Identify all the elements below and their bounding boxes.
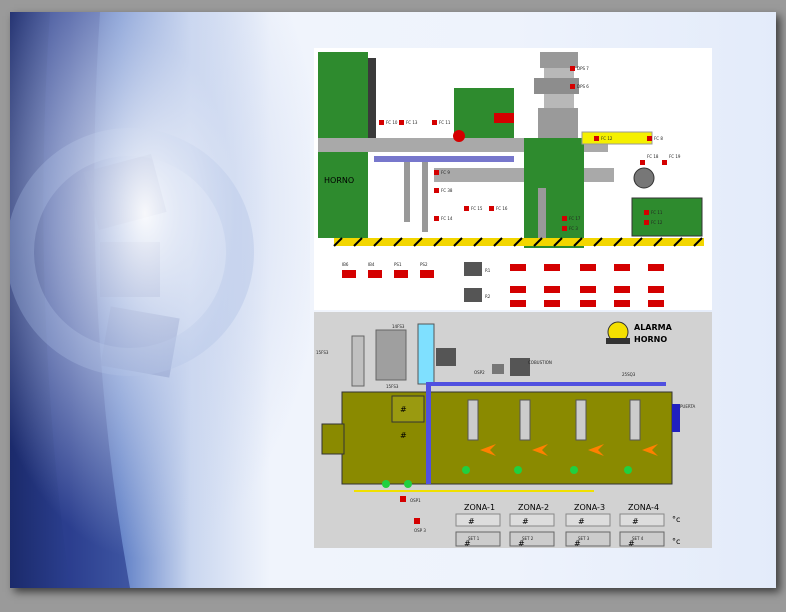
- svg-text:FC 8: FC 8: [654, 136, 663, 141]
- setpoint-unit: °c: [672, 537, 680, 546]
- svg-text:FC 38: FC 38: [441, 188, 453, 193]
- svg-text:FC 12: FC 12: [601, 136, 613, 141]
- svg-text:ZONA-1: ZONA-1: [464, 503, 495, 512]
- svg-text:#: #: [464, 539, 471, 548]
- svg-text:SET 1: SET 1: [468, 536, 480, 541]
- svg-text:IB4: IB4: [368, 262, 375, 267]
- zone-3-value-field: [565, 513, 611, 527]
- svg-text:DPS 7: DPS 7: [577, 66, 589, 71]
- svg-text:#: #: [522, 517, 529, 526]
- svg-text:15FS3: 15FS3: [386, 384, 399, 389]
- svg-text:IB6: IB6: [342, 262, 349, 267]
- svg-text:#: #: [578, 517, 585, 526]
- svg-text:FC 14: FC 14: [441, 216, 453, 221]
- svg-text:#: #: [518, 539, 525, 548]
- zone-4-value-field: [619, 513, 665, 527]
- valve-icon: [464, 288, 482, 302]
- svg-text:SET 4: SET 4: [632, 536, 644, 541]
- svg-text:FC 15: FC 15: [471, 206, 483, 211]
- svg-text:PUERTA: PUERTA: [680, 404, 695, 409]
- svg-text:OSP 3: OSP 3: [414, 528, 426, 533]
- temp-unit: °c: [672, 515, 680, 524]
- svg-text:COBUSTION: COBUSTION: [528, 360, 552, 365]
- combustion-fan-icon: [510, 358, 530, 376]
- svg-text:FC 18: FC 18: [647, 154, 659, 159]
- svg-text:ZONA-4: ZONA-4: [628, 503, 659, 512]
- svg-text:14FS3: 14FS3: [392, 324, 405, 329]
- svg-text:OSP2: OSP2: [474, 370, 485, 375]
- svg-text:ZONA-2: ZONA-2: [518, 503, 549, 512]
- svg-text:FC 12: FC 12: [651, 220, 663, 225]
- blue-pipe: [426, 382, 431, 484]
- svg-text:OSP1: OSP1: [410, 498, 421, 503]
- svg-text:DPS 6: DPS 6: [577, 84, 589, 89]
- svg-text:FC 19: FC 19: [669, 154, 681, 159]
- svg-text:SET 2: SET 2: [522, 536, 534, 541]
- svg-text:FC 16: FC 16: [496, 206, 508, 211]
- valve-icon: [464, 262, 482, 276]
- zone-4: ZONA-4 # SET 4 #: [619, 503, 665, 548]
- alarm-title: ALARMA: [634, 323, 673, 332]
- svg-text:R1: R1: [485, 268, 491, 273]
- horno-block: [318, 148, 368, 238]
- machine-diagram-panel: HORNO: [314, 48, 712, 310]
- svg-text:FC 3: FC 3: [569, 226, 578, 231]
- machine-block: [318, 52, 368, 138]
- svg-text:25SQ3: 25SQ3: [622, 372, 636, 377]
- control-buttons[interactable]: [342, 270, 434, 278]
- burner-group: [462, 399, 658, 474]
- gear-icon: [10, 12, 310, 588]
- svg-text:R2: R2: [485, 294, 491, 299]
- svg-text:FC 9: FC 9: [441, 170, 450, 175]
- zone-2: ZONA-2 # SET 2 #: [509, 503, 555, 548]
- svg-text:FC 10: FC 10: [386, 120, 398, 125]
- svg-text:PS2: PS2: [420, 262, 428, 267]
- svg-text:#: #: [632, 517, 639, 526]
- svg-text:#: #: [400, 431, 407, 440]
- set-4-button[interactable]: [619, 531, 665, 547]
- set-2-button[interactable]: [509, 531, 555, 547]
- oven-control-panel: ALARMA HORNO 14FS3 15FS3 15FS3 RECIRCULA…: [314, 312, 712, 548]
- svg-text:#: #: [468, 517, 475, 526]
- svg-text:#: #: [574, 539, 581, 548]
- zone-3: ZONA-3 # SET 3 #: [565, 503, 611, 548]
- yellow-cylinder: [581, 131, 653, 145]
- svg-text:FC 17: FC 17: [569, 216, 581, 221]
- zone-1: ZONA-1 # SET 1 #: [455, 503, 501, 548]
- svg-text:PS1: PS1: [394, 262, 402, 267]
- set-1-button[interactable]: [455, 531, 501, 547]
- svg-text:SET 3: SET 3: [578, 536, 590, 541]
- svg-text:FC 11: FC 11: [439, 120, 451, 125]
- svg-text:ZONA-3: ZONA-3: [574, 503, 605, 512]
- recirculation-tank: [417, 323, 435, 385]
- horno-label: HORNO: [324, 176, 354, 185]
- set-3-button[interactable]: [565, 531, 611, 547]
- zone-1-value-field: [455, 513, 501, 527]
- zone-2-value-field: [509, 513, 555, 527]
- svg-text:FC 11: FC 11: [651, 210, 663, 215]
- svg-text:#: #: [628, 539, 635, 548]
- slide-background: HORNO: [10, 12, 776, 588]
- alarm-subtitle: HORNO: [634, 335, 667, 344]
- svg-text:FC 13: FC 13: [406, 120, 418, 125]
- svg-text:15FS3: 15FS3: [316, 350, 329, 355]
- svg-text:#: #: [400, 405, 407, 414]
- oven-body: [341, 391, 673, 485]
